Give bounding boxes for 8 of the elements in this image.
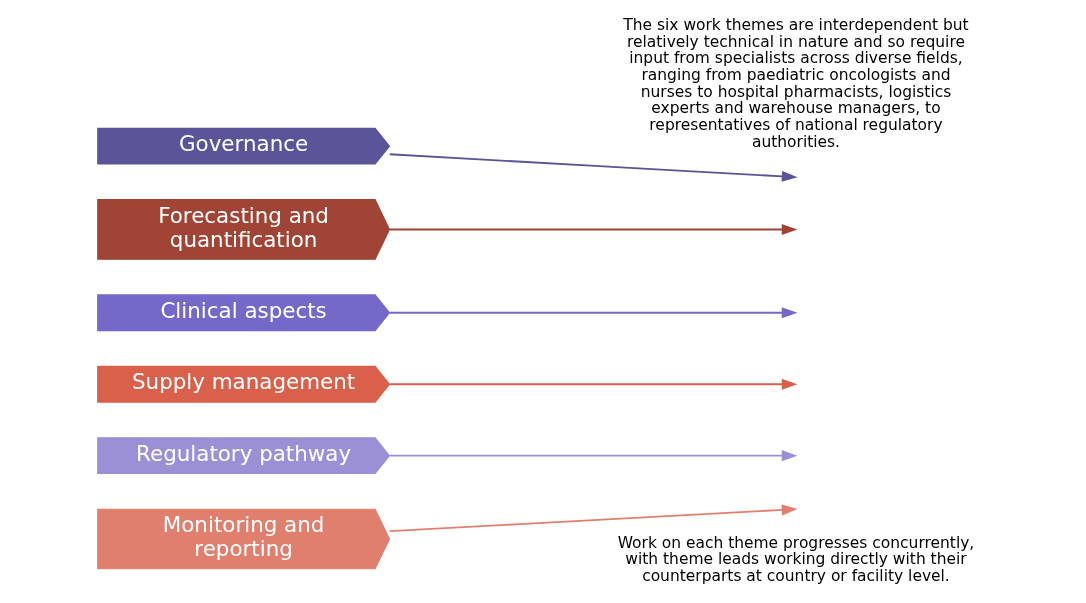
arrow (388, 378, 798, 390)
label: Work on each theme progresses concurrently, with theme leads working directly with their counterparts at country or facility level. (617, 533, 975, 586)
arrow (388, 450, 798, 462)
arrow (388, 223, 798, 235)
arrow (388, 153, 798, 182)
arrow (388, 307, 798, 319)
label: The six work themes are interdependent but relatively technical in nature and so require input from specialists across diverse fields, ranging from paediatric oncologists and nurses to hospital pharmacists, logistics experts and warehouse managers, to representatives of national regulatory authorities. (623, 15, 969, 151)
arrow (388, 504, 798, 533)
